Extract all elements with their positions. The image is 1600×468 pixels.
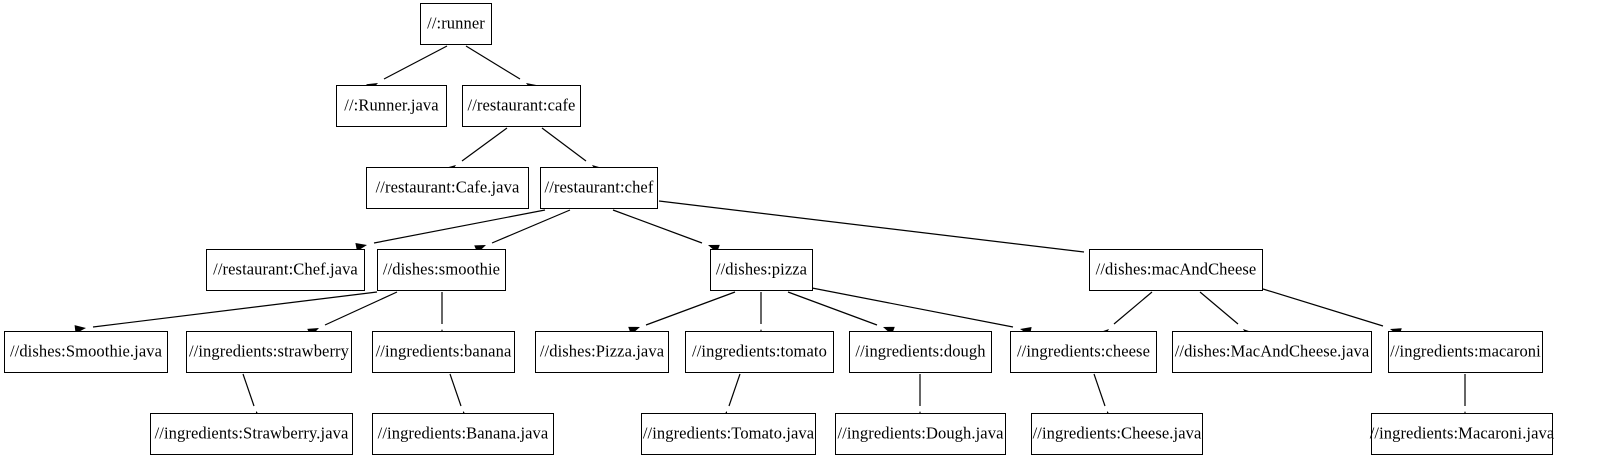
graph-node-label: //ingredients:Tomato.java xyxy=(642,423,815,443)
graph-node-label: //dishes:Pizza.java xyxy=(539,341,665,361)
graph-node-label: //ingredients:strawberry xyxy=(188,341,350,361)
graph-node-label: //ingredients:Dough.java xyxy=(837,423,1004,443)
graph-node-label: //ingredients:banana xyxy=(375,341,512,361)
graph-node-label: //:Runner.java xyxy=(344,95,439,115)
graph-edge xyxy=(474,209,571,254)
graph-node-cheese_java[interactable]: //ingredients:Cheese.java xyxy=(1031,413,1203,455)
graph-node-pizza_java[interactable]: //dishes:Pizza.java xyxy=(535,331,669,373)
graph-node-label: //ingredients:tomato xyxy=(692,341,827,361)
graph-node-label: //dishes:smoothie xyxy=(382,259,501,279)
graph-node-label: //ingredients:cheese xyxy=(1016,341,1151,361)
graph-node-strawberry_java[interactable]: //ingredients:Strawberry.java xyxy=(150,413,353,455)
graph-node-restaurant_chef[interactable]: //restaurant:chef xyxy=(540,167,658,209)
graph-node-tomato_java[interactable]: //ingredients:Tomato.java xyxy=(641,413,816,455)
graph-edge xyxy=(1262,288,1402,337)
graph-node-label: //ingredients:Banana.java xyxy=(377,423,549,443)
graph-edge xyxy=(74,291,378,334)
graph-node-smoothie_java[interactable]: //dishes:Smoothie.java xyxy=(4,331,168,373)
graph-node-label: //ingredients:Strawberry.java xyxy=(154,423,349,443)
graph-node-label: //restaurant:Chef.java xyxy=(213,259,358,279)
graph-edge xyxy=(787,291,895,335)
graph-node-restaurant_cafe[interactable]: //restaurant:cafe xyxy=(462,85,581,127)
graph-edge xyxy=(612,209,720,253)
graph-edge xyxy=(628,291,736,335)
graph-node-label: //restaurant:cafe xyxy=(467,95,576,115)
graph-node-label: //dishes:macAndCheese xyxy=(1095,259,1257,279)
graph-node-macaroni_java[interactable]: //ingredients:Macaroni.java xyxy=(1369,413,1555,455)
graph-node-dishes_smoothie[interactable]: //dishes:smoothie xyxy=(377,249,506,291)
graph-node-label: //dishes:MacAndCheese.java xyxy=(1174,341,1370,361)
graph-node-ing_banana[interactable]: //ingredients:banana xyxy=(372,331,515,373)
graph-node-ing_tomato[interactable]: //ingredients:tomato xyxy=(685,331,834,373)
graph-node-runner[interactable]: //:runner xyxy=(420,3,492,45)
graph-node-label: //dishes:Smoothie.java xyxy=(9,341,163,361)
graph-node-label: //:runner xyxy=(427,13,485,33)
graph-node-label: //ingredients:Macaroni.java xyxy=(1369,423,1555,443)
graph-node-label: //ingredients:dough xyxy=(855,341,986,361)
graph-node-ing_dough[interactable]: //ingredients:dough xyxy=(849,331,992,373)
graph-node-dishes_macandchz[interactable]: //dishes:macAndCheese xyxy=(1089,249,1263,291)
graph-edge xyxy=(307,291,398,337)
graph-node-label: //ingredients:macaroni xyxy=(1390,341,1541,361)
graph-node-ing_strawberry[interactable]: //ingredients:strawberry xyxy=(186,331,352,373)
graph-node-label: //dishes:pizza xyxy=(715,259,808,279)
graph-node-runner_java[interactable]: //:Runner.java xyxy=(336,85,447,127)
graph-node-cafe_java[interactable]: //restaurant:Cafe.java xyxy=(366,167,529,209)
graph-node-label: //ingredients:Cheese.java xyxy=(1032,423,1202,443)
graph-node-ing_macaroni[interactable]: //ingredients:macaroni xyxy=(1388,331,1543,373)
graph-node-label: //restaurant:Cafe.java xyxy=(375,177,520,197)
graph-node-ing_cheese[interactable]: //ingredients:cheese xyxy=(1010,331,1157,373)
graph-edge xyxy=(811,287,1032,336)
graph-node-macandchz_java[interactable]: //dishes:MacAndCheese.java xyxy=(1172,331,1372,373)
graph-node-chef_java[interactable]: //restaurant:Chef.java xyxy=(206,249,365,291)
graph-node-banana_java[interactable]: //ingredients:Banana.java xyxy=(372,413,554,455)
graph-edge xyxy=(355,209,546,252)
graph-node-dishes_pizza[interactable]: //dishes:pizza xyxy=(710,249,813,291)
graph-node-label: //restaurant:chef xyxy=(544,177,654,197)
graph-node-dough_java[interactable]: //ingredients:Dough.java xyxy=(835,413,1006,455)
